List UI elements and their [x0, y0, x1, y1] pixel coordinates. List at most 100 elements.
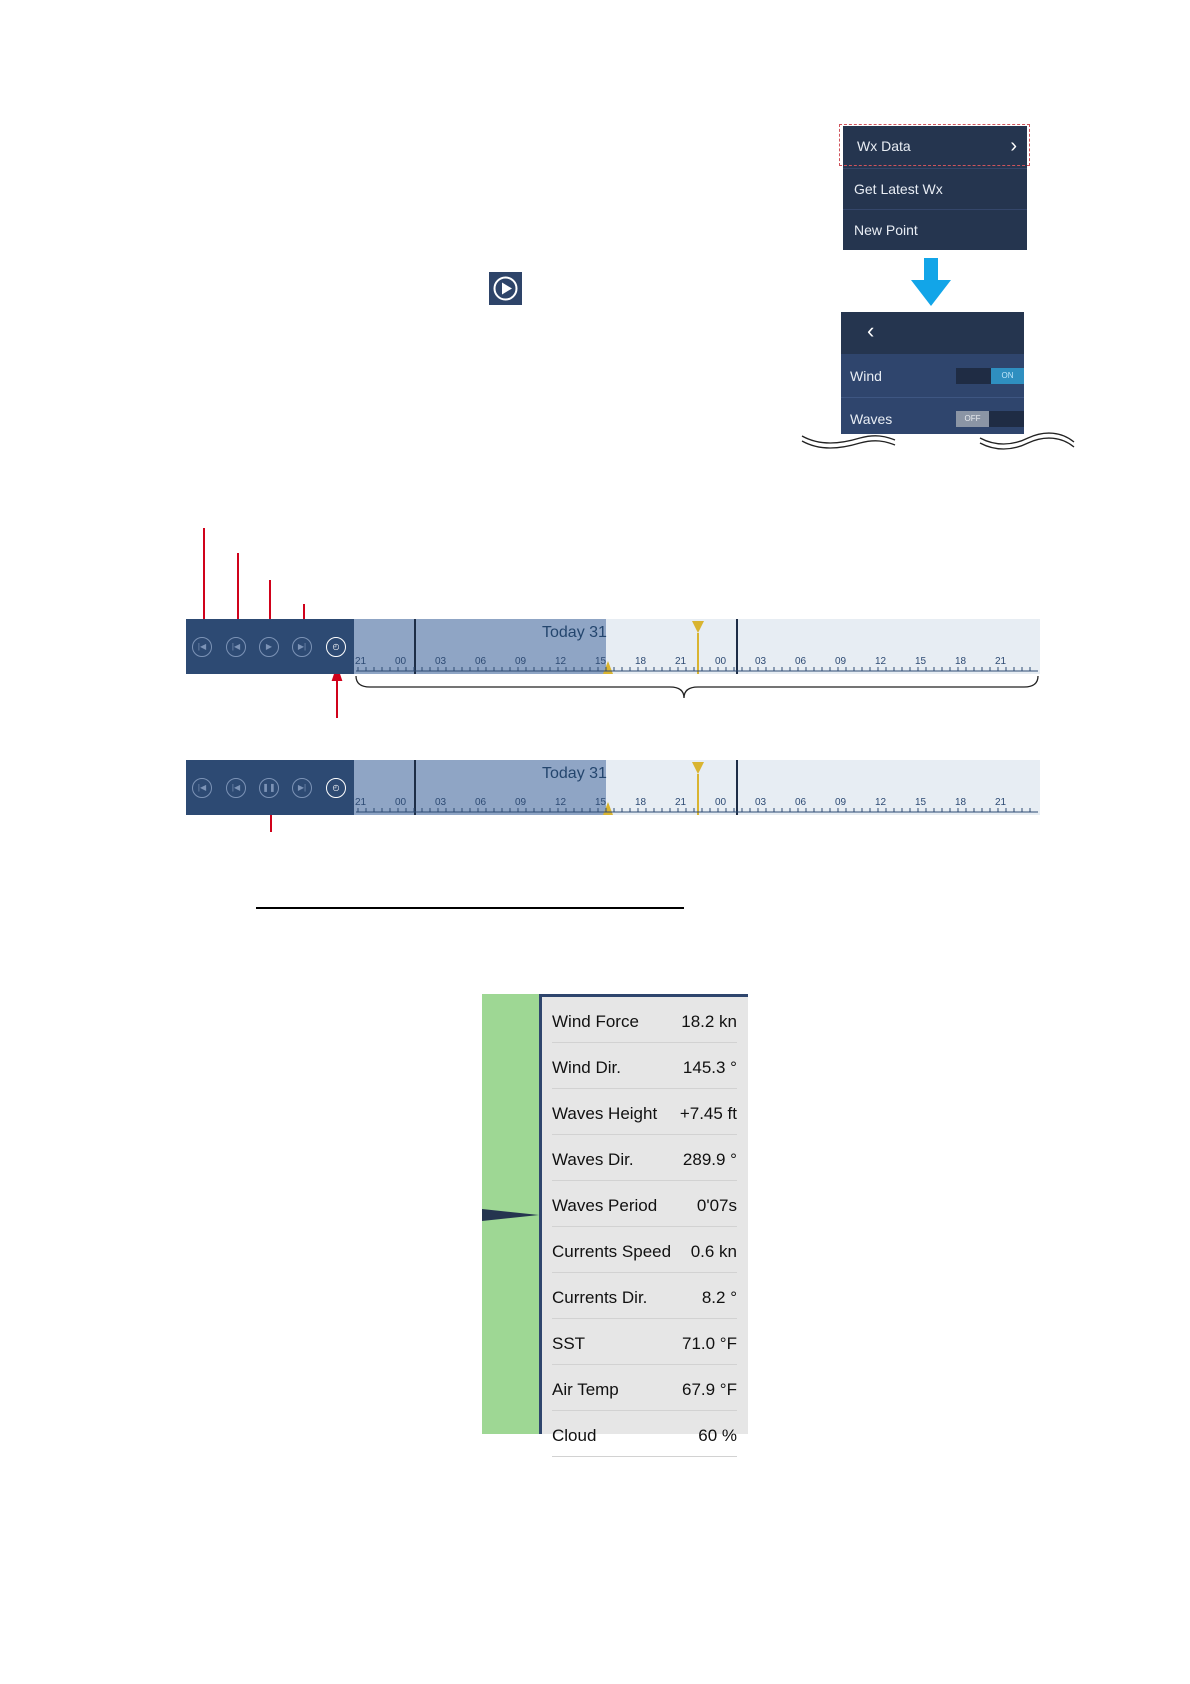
hour-tick-label: 15: [595, 656, 607, 667]
hour-tick-label: 12: [555, 797, 567, 808]
data-value: 8.2 °: [701, 1288, 737, 1307]
hour-tick-label: 09: [835, 797, 847, 808]
skip-to-start-icon[interactable]: |◀: [192, 637, 212, 657]
hour-tick-label: 21: [675, 656, 687, 667]
highlight-frame: [839, 124, 1030, 166]
play-icon: [489, 272, 522, 305]
step-forward-icon[interactable]: ▶|: [292, 778, 312, 798]
day-divider: [736, 619, 738, 674]
data-value: 71.0 °F: [682, 1334, 737, 1353]
day-divider: [414, 619, 416, 674]
data-label: Waves Dir.: [552, 1150, 634, 1169]
clock-icon[interactable]: ◴: [326, 637, 346, 657]
data-label: Currents Dir.: [552, 1288, 648, 1307]
layer-label: Waves: [850, 411, 893, 427]
timebar-controls: |◀ |◀ ▶ ▶| ◴: [186, 619, 354, 674]
step-back-icon[interactable]: |◀: [226, 778, 246, 798]
data-row: SST 71.0 °F: [552, 1319, 737, 1365]
menu-item-get-latest-wx[interactable]: Get Latest Wx: [843, 168, 1027, 209]
step-forward-icon[interactable]: ▶|: [292, 637, 312, 657]
hour-tick-label: 12: [875, 797, 887, 808]
hour-tick-label: 06: [475, 656, 487, 667]
day-divider: [414, 760, 416, 815]
layer-item-waves[interactable]: Waves OFF: [841, 397, 1024, 439]
hour-tick-label: 18: [635, 656, 647, 667]
data-row: Wind Force 18.2 kn: [552, 997, 737, 1043]
data-row: Waves Height +7.45 ft: [552, 1089, 737, 1135]
back-chevron-icon[interactable]: ‹: [867, 318, 875, 343]
hour-tick-label: 06: [795, 656, 807, 667]
data-row: Cloud 60 %: [552, 1411, 737, 1457]
timebar-controls: |◀ |◀ ❚❚ ▶| ◴: [186, 760, 354, 815]
data-value: 0.6 kn: [690, 1242, 737, 1261]
data-label: Cloud: [552, 1426, 597, 1445]
menu-item-label: Get Latest Wx: [854, 181, 943, 197]
pause-icon[interactable]: ❚❚: [259, 778, 279, 798]
skip-to-start-icon[interactable]: |◀: [192, 778, 212, 798]
data-label: Waves Height: [552, 1104, 658, 1123]
hour-tick-label: 21: [355, 797, 367, 808]
clock-icon[interactable]: ◴: [326, 778, 346, 798]
menu-item-wx-data[interactable]: Wx Data ›: [843, 126, 1027, 167]
hour-tick-label: 12: [875, 656, 887, 667]
data-row: Currents Dir. 8.2 °: [552, 1273, 737, 1319]
callout-pointer: [482, 1209, 539, 1221]
wx-layer-panel: ‹ Wind ON Waves OFF: [841, 312, 1024, 434]
layer-label: Wind: [850, 368, 882, 384]
panel-header: ‹: [841, 312, 1024, 354]
break-wave-lines: [801, 432, 1075, 450]
menu-item-new-point[interactable]: New Point: [843, 209, 1027, 250]
underline-rule: [256, 907, 684, 909]
play-icon[interactable]: ▶: [259, 637, 279, 657]
hour-tick-label: 03: [435, 797, 447, 808]
day-label: Today 31: [542, 624, 607, 641]
layer-item-wind[interactable]: Wind ON: [841, 355, 1024, 397]
hour-tick-label: 18: [955, 656, 967, 667]
hour-tick-label: 00: [395, 797, 407, 808]
data-value: 67.9 °F: [682, 1380, 737, 1399]
data-row: Currents Speed 0.6 kn: [552, 1227, 737, 1273]
hour-tick-label: 21: [995, 656, 1007, 667]
timebar-future: [606, 619, 1040, 674]
data-value: 60 %: [698, 1426, 737, 1445]
hour-tick-label: 21: [355, 656, 367, 667]
hour-tick-label: 00: [715, 797, 727, 808]
data-value: 0'07s: [696, 1196, 737, 1215]
data-label: Wind Dir.: [552, 1058, 621, 1077]
data-label: Air Temp: [552, 1380, 619, 1399]
hour-tick-label: 15: [915, 656, 927, 667]
data-row: Waves Period 0'07s: [552, 1181, 737, 1227]
context-menu: Wx Data › Get Latest Wx New Point: [843, 126, 1027, 250]
day-divider: [736, 760, 738, 815]
hour-tick-label: 12: [555, 656, 567, 667]
data-label: Waves Period: [552, 1196, 658, 1215]
hour-tick-label: 00: [395, 656, 407, 667]
timebar-past: [354, 619, 606, 674]
toggle-state: OFF: [956, 411, 989, 427]
timebar-future: [606, 760, 1040, 815]
data-label: Currents Speed: [552, 1242, 672, 1261]
data-label: Wind Force: [552, 1012, 639, 1031]
data-row: Waves Dir.289.9 °: [552, 1135, 737, 1181]
waves-toggle[interactable]: OFF: [956, 411, 1024, 427]
data-row: Air Temp 67.9 °F: [552, 1365, 737, 1411]
menu-item-label: New Point: [854, 222, 918, 238]
wind-toggle[interactable]: ON: [956, 368, 1024, 384]
toggle-state: ON: [991, 368, 1024, 384]
hour-tick-label: 06: [475, 797, 487, 808]
hour-tick-label: 18: [635, 797, 647, 808]
chevron-right-icon: ›: [1010, 135, 1017, 157]
timebar-ticks: [357, 667, 1031, 671]
hour-tick-label: 03: [755, 656, 767, 667]
hour-tick-label: 21: [995, 797, 1007, 808]
hour-tick-label: 21: [675, 797, 687, 808]
data-value: 18.2 kn: [681, 1012, 737, 1031]
down-arrow-icon: [911, 258, 951, 306]
data-value: +7.45 ft: [679, 1104, 737, 1123]
hour-tick-label: 00: [715, 656, 727, 667]
data-label: SST: [552, 1334, 586, 1353]
step-back-icon[interactable]: |◀: [226, 637, 246, 657]
